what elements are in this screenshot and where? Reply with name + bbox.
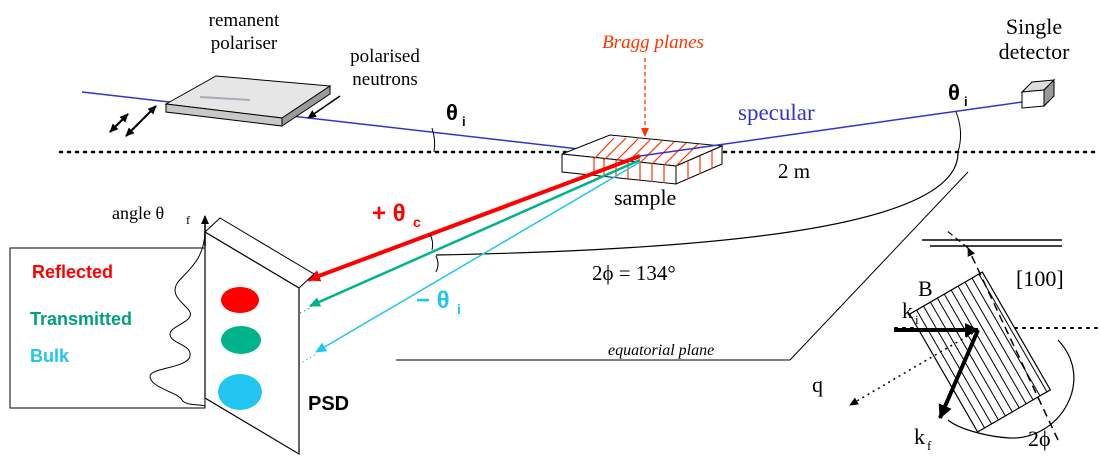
label-polarised: polarised — [350, 46, 420, 67]
reflected-spot — [221, 287, 259, 313]
label-polariser: polariser — [211, 33, 278, 54]
label-2m: 2 m — [778, 159, 810, 183]
label-equatorial-plane: equatorial plane — [608, 342, 714, 359]
label-theta-i-right: θ i — [948, 80, 968, 109]
label-kf: k f — [914, 424, 932, 453]
label-transmitted: Transmitted — [30, 309, 132, 329]
label-ki: k i — [902, 298, 919, 327]
label-theta-i-top: θ i — [446, 100, 466, 129]
svg-text:i: i — [457, 301, 461, 317]
equatorial-plane-diagonal — [789, 171, 969, 361]
svg-text:f: f — [186, 213, 190, 227]
label-neutrons: neutrons — [352, 69, 417, 90]
svg-text:+ θ: + θ — [372, 200, 406, 227]
neutrons-pointer — [307, 95, 341, 119]
remanent-polariser — [164, 75, 332, 127]
label-psd: PSD — [308, 393, 349, 415]
svg-text:θ: θ — [948, 80, 960, 105]
polarisation-double-arrow — [109, 105, 157, 137]
svg-text:θ: θ — [446, 100, 458, 125]
bulk-spot — [218, 374, 262, 410]
two-phi-arc — [435, 151, 959, 256]
svg-text:i: i — [462, 114, 466, 129]
label-bulk: Bulk — [30, 346, 70, 366]
reflected-beam — [307, 154, 641, 282]
svg-text:k: k — [914, 424, 925, 449]
label-two-phi-inset: 2ϕ — [1028, 426, 1051, 451]
svg-text:− θ: − θ — [416, 287, 450, 314]
single-detector — [1020, 78, 1056, 109]
transmitted-spot — [221, 326, 261, 354]
bragg-inset — [849, 229, 1100, 441]
label-minus-theta-i: − θ i — [416, 287, 461, 317]
label-single: Single — [1006, 14, 1062, 39]
theta-i-arc-left — [431, 127, 436, 153]
label-b: B — [918, 276, 933, 301]
theta-i-arc-right — [955, 111, 962, 153]
svg-text:k: k — [902, 298, 913, 323]
label-remanent: remanent — [209, 10, 280, 31]
incident-beam — [81, 91, 641, 157]
svg-text:i: i — [915, 312, 919, 327]
label-plus-theta-c: + θ c — [372, 200, 421, 230]
label-sample: sample — [614, 185, 676, 210]
svg-text:f: f — [927, 438, 932, 453]
bulk-beam — [315, 161, 641, 353]
label-100: [100] — [1016, 266, 1064, 291]
svg-text:c: c — [413, 214, 421, 230]
label-q: q — [812, 372, 823, 397]
svg-text:angle θ: angle θ — [112, 203, 164, 223]
specular-beam — [639, 101, 1023, 157]
label-two-phi: 2ϕ = 134° — [592, 261, 676, 285]
intensity-profile — [149, 231, 206, 407]
theta-c-arc — [429, 233, 434, 251]
label-detector: detector — [999, 39, 1071, 64]
label-specular: specular — [738, 100, 815, 125]
label-angle-theta-f: angle θ f — [112, 203, 190, 227]
legend-frame — [9, 247, 206, 409]
label-reflected: Reflected — [32, 262, 113, 282]
label-bragg-planes: Bragg planes — [602, 32, 704, 53]
minus-theta-i-arc — [435, 255, 439, 273]
transmitted-beam — [309, 158, 641, 308]
svg-text:i: i — [964, 94, 968, 109]
